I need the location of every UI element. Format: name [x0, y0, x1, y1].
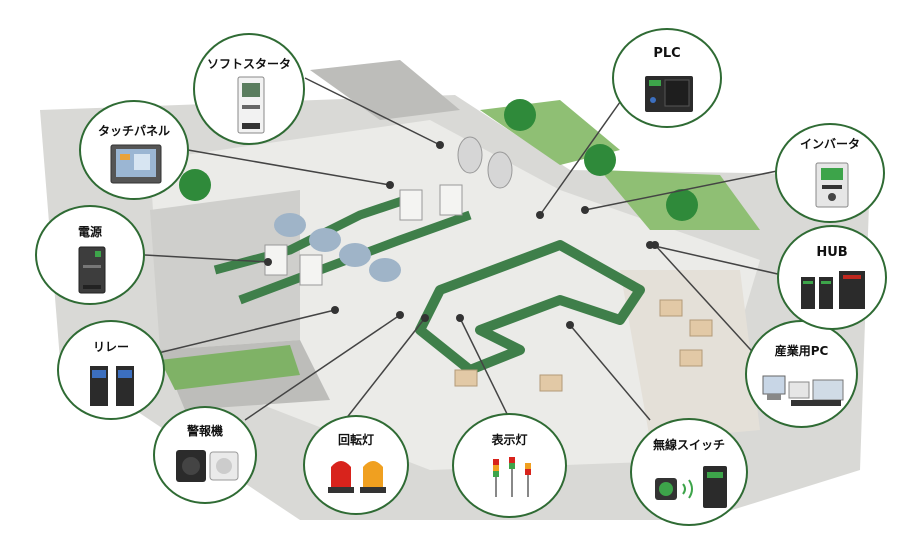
- leader-inverter: [584, 169, 783, 211]
- connection-dot: [386, 181, 394, 189]
- connection-dot: [566, 321, 574, 329]
- callout-label: 警報機: [186, 424, 223, 438]
- connection-dot: [456, 314, 464, 322]
- callout-label: 電源: [77, 225, 102, 239]
- callout-industrial-pc: 産業用PC: [745, 320, 858, 428]
- leader-power-supply: [144, 254, 269, 263]
- dome-machine: [369, 258, 401, 282]
- leader-soft-starter: [304, 77, 441, 146]
- callout-label: HUB: [816, 245, 848, 260]
- alarm-speaker-icon: [176, 450, 239, 482]
- industrial-pc-icon: [762, 375, 844, 406]
- callout-label: 回転灯: [337, 433, 374, 447]
- relay-icon: [90, 366, 134, 406]
- callout-wireless-switch: 無線スイッチ: [630, 418, 748, 526]
- cardboard-box: [679, 349, 703, 367]
- plc-icon: [645, 76, 693, 112]
- tree: [666, 189, 698, 221]
- callout-label: 産業用PC: [774, 344, 829, 358]
- dome-machine: [339, 243, 371, 267]
- soft-starter-icon: [237, 76, 265, 134]
- leader-relay: [149, 309, 336, 356]
- callout-label: PLC: [653, 46, 681, 61]
- callout-label: タッチパネル: [97, 124, 170, 138]
- cardboard-box: [659, 299, 683, 317]
- signal-tower-icon: [493, 457, 531, 497]
- callout-plc: PLC: [612, 28, 722, 128]
- callout-inverter: インバータ: [775, 123, 885, 223]
- connection-dot: [646, 241, 654, 249]
- lawn-left: [160, 345, 300, 390]
- tree: [584, 144, 616, 176]
- leader-industrial-pc: [654, 244, 761, 361]
- staircase: [310, 60, 460, 120]
- machine-block: [439, 184, 463, 216]
- machine-block: [399, 189, 423, 221]
- leader-rotating-light: [344, 317, 426, 421]
- network-hub-icon: [801, 271, 865, 309]
- callout-label: 無線スイッチ: [652, 438, 725, 452]
- cardboard-box: [539, 374, 563, 392]
- inverter-icon: [815, 162, 849, 208]
- cardboard-box: [454, 369, 478, 387]
- tree: [179, 169, 211, 201]
- dome-machine: [309, 228, 341, 252]
- rotating-light-icon: [328, 461, 386, 493]
- connection-dot: [331, 306, 339, 314]
- callout-label: インバータ: [799, 137, 860, 151]
- touch-panel-icon: [110, 144, 162, 184]
- leader-plc: [539, 94, 626, 216]
- callout-hub: HUB: [777, 225, 887, 330]
- wireless-switch-icon: [655, 466, 727, 508]
- connection-dot: [264, 258, 272, 266]
- callout-rotating-light: 回転灯: [303, 415, 409, 515]
- callout-alarm: 警報機: [153, 406, 257, 504]
- connection-dot: [581, 206, 589, 214]
- callout-power-supply: 電源: [35, 205, 145, 305]
- machine-block: [299, 254, 323, 286]
- connection-dot: [436, 141, 444, 149]
- dome-machine: [274, 213, 306, 237]
- connection-dot: [396, 311, 404, 319]
- callout-relay: リレー: [57, 320, 165, 420]
- leader-touch-panel: [187, 149, 391, 186]
- tank: [457, 136, 483, 174]
- leader-wireless-switch: [569, 324, 651, 421]
- conveyor-loop: [415, 240, 645, 375]
- leader-alarm: [244, 314, 401, 421]
- tank: [487, 151, 513, 189]
- callout-soft-starter: ソフトスタータ: [193, 33, 305, 145]
- tree: [504, 99, 536, 131]
- power-supply-icon: [78, 246, 106, 294]
- connection-dot: [536, 211, 544, 219]
- callout-touch-panel: タッチパネル: [79, 100, 189, 200]
- connection-dot: [421, 314, 429, 322]
- leader-hub: [649, 244, 783, 276]
- leader-indicator-light: [459, 317, 511, 421]
- callout-label: ソフトスタータ: [206, 57, 291, 71]
- cardboard-box: [689, 319, 713, 337]
- callout-label: 表示灯: [491, 433, 528, 447]
- callout-indicator-light: 表示灯: [452, 413, 567, 518]
- callout-label: リレー: [92, 340, 129, 354]
